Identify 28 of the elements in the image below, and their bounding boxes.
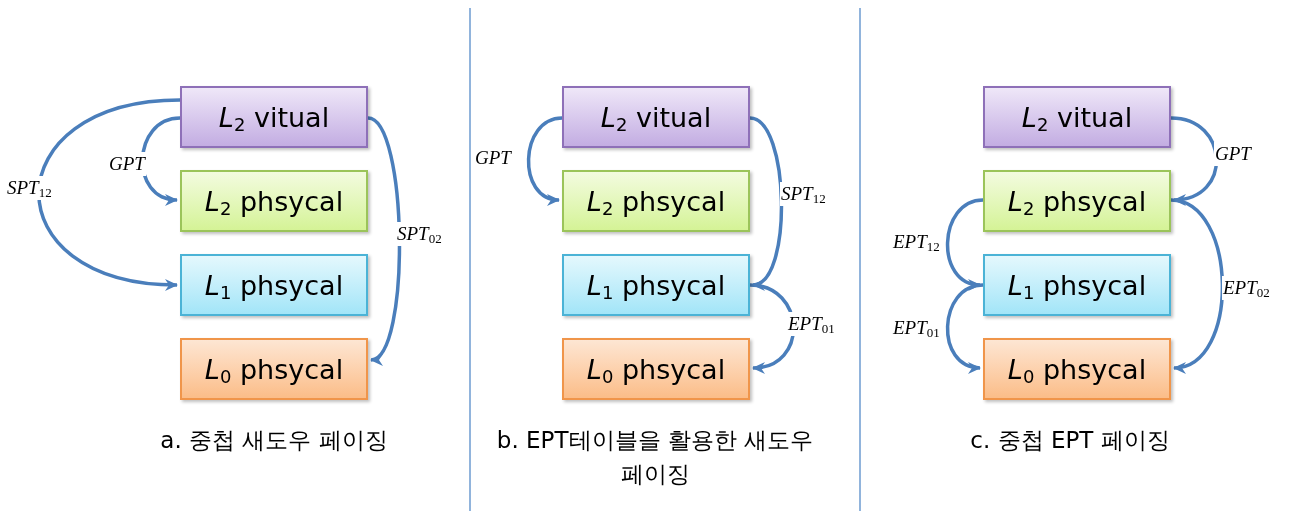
edge-label: GPT — [108, 152, 146, 176]
physical-memory-box: L$_{2}$ phsycal — [180, 170, 368, 232]
edge-label: SPT$_{12}$ — [780, 182, 827, 206]
curved-arrow — [37, 98, 181, 290]
edge-label: SPT$_{12}$ — [6, 176, 53, 200]
physical-memory-box: L$_{1}$ phsycal — [983, 254, 1171, 316]
physical-memory-box: L$_{2}$ phsycal — [562, 170, 750, 232]
virtual-memory-box: L$_{2}$ vitual — [180, 86, 368, 148]
virtual-memory-box: L$_{2}$ vitual — [983, 86, 1171, 148]
curved-arrow — [526, 116, 563, 204]
physical-memory-box: L$_{0}$ phsycal — [562, 338, 750, 400]
curved-arrow — [1170, 116, 1219, 205]
physical-memory-box: L$_{0}$ phsycal — [180, 338, 368, 400]
edge-label: EPT$_{01}$ — [787, 312, 836, 336]
curved-arrow — [945, 198, 984, 289]
panel-caption: c. 중첩 EPT 페이징 — [969, 426, 1171, 455]
curved-arrow — [945, 283, 984, 373]
virtual-memory-box: L$_{2}$ vitual — [562, 86, 750, 148]
physical-memory-box: L$_{2}$ phsycal — [983, 170, 1171, 232]
edge-label: SPT$_{02}$ — [396, 222, 443, 246]
physical-memory-box: L$_{0}$ phsycal — [983, 338, 1171, 400]
panel-caption: a. 중첩 새도우 페이징 — [159, 426, 389, 455]
edge-label: GPT — [1214, 142, 1252, 166]
edge-label: EPT$_{02}$ — [1222, 276, 1271, 300]
physical-memory-box: L$_{1}$ phsycal — [562, 254, 750, 316]
panel-caption: b. EPT테이블을 활용한 새도우 페이징 — [495, 426, 815, 489]
physical-memory-box: L$_{1}$ phsycal — [180, 254, 368, 316]
curved-arrow — [1170, 198, 1225, 372]
